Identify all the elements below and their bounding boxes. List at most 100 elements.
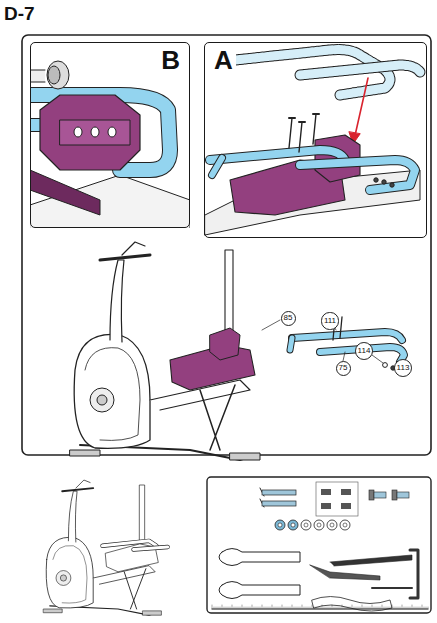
callout-number: 85: [281, 311, 296, 326]
multi-tool: [312, 597, 392, 612]
ruler-tick: [368, 607, 369, 609]
ruler-tick: [400, 607, 401, 609]
ruler-tick: [408, 607, 409, 609]
seat-bracket: [210, 328, 240, 360]
knob-face: [48, 66, 60, 84]
handle-tube: [103, 541, 157, 546]
ruler-tick: [252, 605, 253, 609]
handle-tube: [300, 160, 415, 190]
ruler-tick: [344, 607, 345, 609]
ruler-tick: [284, 607, 285, 609]
handle-tube: [134, 547, 168, 549]
ruler-tick: [350, 607, 351, 609]
ruler-tick: [418, 607, 419, 609]
nut: [390, 183, 394, 187]
detail-panel: A: [204, 42, 427, 238]
detail-b: [30, 61, 190, 228]
callout-text: 111: [324, 317, 336, 325]
ruler-tick: [274, 607, 275, 609]
hardware-box: [207, 477, 431, 613]
ruler-tick: [310, 607, 311, 609]
ruler-tick: [364, 607, 365, 609]
handle-ghost: [300, 65, 420, 75]
seat-bracket: [40, 95, 140, 170]
handle-tube: [30, 95, 170, 170]
ruler-tick: [396, 607, 397, 609]
ruler-tick: [286, 607, 287, 609]
ruler-tick: [276, 607, 277, 609]
ruler-tick: [326, 607, 327, 609]
ruler-tick: [218, 607, 219, 609]
ruler-tick: [256, 607, 257, 609]
screwdriver: [310, 565, 380, 580]
callout-text: 75: [339, 364, 348, 372]
washer: [288, 520, 298, 530]
pedal-crank: [90, 388, 114, 412]
handle-tube: [292, 332, 402, 340]
ruler-tick: [366, 607, 367, 609]
detail-panel: B: [30, 42, 190, 228]
ruler-tick: [312, 605, 313, 609]
washer: [383, 363, 388, 368]
crank-hub: [97, 395, 107, 405]
stabilizer: [70, 450, 100, 456]
ruler-tick: [390, 607, 391, 609]
ruler-tick: [338, 607, 339, 609]
bracket-plate: [60, 120, 130, 145]
bracket-nut: [341, 503, 351, 509]
ruler-tick: [404, 607, 405, 609]
callout-text: 114: [358, 347, 371, 355]
housing-seam: [53, 546, 87, 604]
bolt-head: [299, 121, 305, 123]
ruler-tick: [306, 607, 307, 609]
screw: [262, 501, 296, 506]
ruler-tick: [280, 607, 281, 609]
drive-housing: [46, 537, 93, 608]
nut: [374, 178, 378, 182]
ruler-tick: [330, 607, 331, 609]
handle-tube: [300, 160, 415, 190]
detail-a: [205, 50, 420, 235]
ruler-tick: [226, 607, 227, 609]
spanner: [219, 582, 300, 599]
ruler-tick: [290, 607, 291, 609]
bracket-nut: [321, 503, 331, 509]
ruler-tick: [258, 607, 259, 609]
bolt-hole: [108, 127, 116, 137]
leader-line: [343, 352, 345, 361]
seat-rail: [30, 170, 100, 215]
ruler-tick: [398, 607, 399, 609]
ruler-tick: [340, 607, 341, 609]
ruler-tick: [222, 605, 223, 609]
bolt-head: [289, 117, 295, 119]
ruler-tick: [426, 607, 427, 609]
console: [76, 480, 90, 488]
ruler-tick: [388, 607, 389, 609]
seat-strut: [200, 385, 235, 450]
ruler-tick: [320, 607, 321, 609]
ruler-tick: [236, 607, 237, 609]
ruler-tick: [272, 605, 273, 609]
ruler-tick: [296, 607, 297, 609]
washer: [314, 520, 324, 530]
allen-key: [372, 587, 412, 589]
bolt-hole: [91, 127, 99, 137]
ruler-tick: [298, 607, 299, 609]
grip: [212, 158, 222, 175]
ruler-tick: [232, 605, 233, 609]
ruler-tick: [316, 607, 317, 609]
allen-key: [330, 555, 412, 566]
grip: [290, 338, 292, 350]
bolt: [299, 122, 302, 152]
washer-hole: [278, 523, 282, 527]
ruler-tick: [216, 607, 217, 609]
ruler-tick: [414, 607, 415, 609]
washer-hole: [291, 523, 295, 527]
ruler-tick: [372, 605, 373, 609]
ruler-tick: [242, 605, 243, 609]
ruler-tick: [268, 607, 269, 609]
callout-text: 85: [284, 314, 293, 322]
handle-ghost: [300, 65, 420, 75]
ruler-tick: [362, 605, 363, 609]
ruler-tick: [328, 607, 329, 609]
